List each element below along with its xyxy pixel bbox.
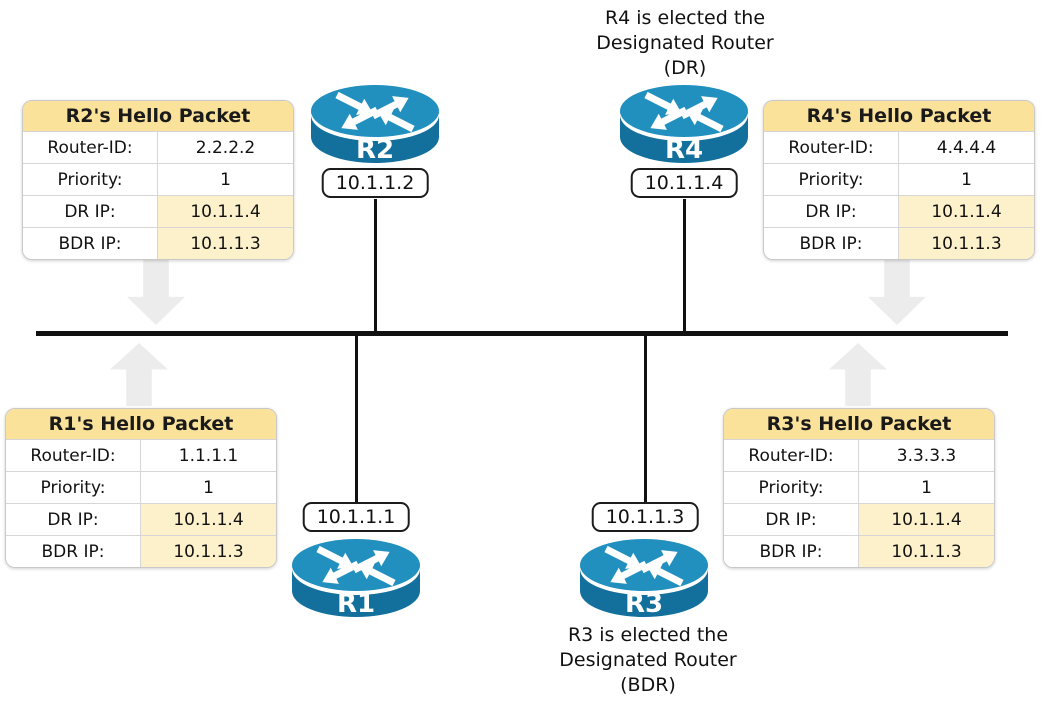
row-value: 10.1.1.4 <box>899 196 1034 227</box>
bdr-note-line2: Designated Router <box>559 649 737 671</box>
router-name-label: R2 <box>356 135 394 165</box>
router-icon: R4 <box>620 85 748 165</box>
row-label: Priority: <box>23 164 158 195</box>
r1-hello-packet-table: R1's Hello Packet Router-ID: 1.1.1.1 Pri… <box>5 408 277 568</box>
row-label: Router-ID: <box>23 132 158 163</box>
row-value: 10.1.1.4 <box>158 196 293 227</box>
dr-note-line2: Designated Router <box>596 32 774 54</box>
row-label: BDR IP: <box>6 536 141 567</box>
router-icon: R3 <box>580 539 708 619</box>
dr-note-line1: R4 is elected the <box>604 7 766 29</box>
r4-hello-arrow-down-icon <box>868 258 926 325</box>
r1-link-line <box>355 336 358 504</box>
row-value: 10.1.1.3 <box>859 536 994 567</box>
router-name-label: R3 <box>625 589 663 619</box>
router-r2: R2 <box>309 82 441 166</box>
table-title: R3's Hello Packet <box>724 409 994 439</box>
r3-link-line <box>644 336 647 504</box>
row-label: BDR IP: <box>764 228 899 259</box>
table-row: Router-ID: 4.4.4.4 <box>764 131 1034 163</box>
router-r1: R1 <box>290 536 422 620</box>
bdr-note-line1: R3 is elected the <box>567 624 729 646</box>
row-value: 4.4.4.4 <box>899 132 1034 163</box>
bdr-note-line3: (BDR) <box>620 674 676 696</box>
row-value: 1 <box>859 472 994 503</box>
row-value: 1.1.1.1 <box>141 440 276 471</box>
table-row: DR IP: 10.1.1.4 <box>6 503 276 535</box>
row-label: Priority: <box>6 472 141 503</box>
r1-hello-arrow-up-icon <box>110 343 168 406</box>
ethernet-bus-line <box>36 331 1008 336</box>
row-label: Router-ID: <box>6 440 141 471</box>
router-icon: R2 <box>311 85 439 165</box>
table-row: DR IP: 10.1.1.4 <box>23 195 293 227</box>
r2-hello-packet-table: R2's Hello Packet Router-ID: 2.2.2.2 Pri… <box>22 100 294 260</box>
r4-hello-packet-table: R4's Hello Packet Router-ID: 4.4.4.4 Pri… <box>763 100 1035 260</box>
table-row: BDR IP: 10.1.1.3 <box>724 535 994 567</box>
row-value: 3.3.3.3 <box>859 440 994 471</box>
row-value: 1 <box>141 472 276 503</box>
row-label: Priority: <box>724 472 859 503</box>
table-row: Priority: 1 <box>6 471 276 503</box>
table-row: DR IP: 10.1.1.4 <box>764 195 1034 227</box>
row-value: 10.1.1.4 <box>859 504 994 535</box>
table-row: Priority: 1 <box>724 471 994 503</box>
row-label: Priority: <box>764 164 899 195</box>
row-label: DR IP: <box>764 196 899 227</box>
table-row: DR IP: 10.1.1.4 <box>724 503 994 535</box>
row-label: DR IP: <box>23 196 158 227</box>
dr-note-line3: (DR) <box>663 57 707 79</box>
table-row: Priority: 1 <box>764 163 1034 195</box>
row-label: BDR IP: <box>23 228 158 259</box>
row-label: DR IP: <box>724 504 859 535</box>
dr-election-note: R4 is elected the Designated Router (DR) <box>550 6 820 81</box>
r2-ip-label: 10.1.1.2 <box>321 168 429 198</box>
table-row: BDR IP: 10.1.1.3 <box>764 227 1034 259</box>
table-row: Router-ID: 2.2.2.2 <box>23 131 293 163</box>
router-icon: R1 <box>292 539 420 619</box>
row-value: 1 <box>899 164 1034 195</box>
r4-link-line <box>683 199 686 333</box>
bdr-election-note: R3 is elected the Designated Router (BDR… <box>513 623 783 698</box>
row-value: 10.1.1.3 <box>899 228 1034 259</box>
row-value: 10.1.1.4 <box>141 504 276 535</box>
router-r4: R4 <box>618 82 750 166</box>
r1-ip-label: 10.1.1.1 <box>302 502 410 532</box>
table-title: R4's Hello Packet <box>764 101 1034 131</box>
row-value: 2.2.2.2 <box>158 132 293 163</box>
router-name-label: R1 <box>337 589 375 619</box>
table-title: R2's Hello Packet <box>23 101 293 131</box>
row-value: 10.1.1.3 <box>158 228 293 259</box>
table-row: Router-ID: 3.3.3.3 <box>724 439 994 471</box>
row-label: Router-ID: <box>764 132 899 163</box>
table-row: BDR IP: 10.1.1.3 <box>6 535 276 567</box>
row-value: 1 <box>158 164 293 195</box>
r2-link-line <box>374 199 377 333</box>
r3-hello-arrow-up-icon <box>829 343 887 406</box>
r2-hello-arrow-down-icon <box>127 258 185 325</box>
row-label: BDR IP: <box>724 536 859 567</box>
row-label: Router-ID: <box>724 440 859 471</box>
r3-ip-label: 10.1.1.3 <box>591 502 699 532</box>
row-value: 10.1.1.3 <box>141 536 276 567</box>
table-row: Router-ID: 1.1.1.1 <box>6 439 276 471</box>
r4-ip-label: 10.1.1.4 <box>630 168 738 198</box>
r3-hello-packet-table: R3's Hello Packet Router-ID: 3.3.3.3 Pri… <box>723 408 995 568</box>
row-label: DR IP: <box>6 504 141 535</box>
router-r3: R3 <box>578 536 710 620</box>
table-row: BDR IP: 10.1.1.3 <box>23 227 293 259</box>
table-title: R1's Hello Packet <box>6 409 276 439</box>
table-row: Priority: 1 <box>23 163 293 195</box>
router-name-label: R4 <box>665 135 703 165</box>
